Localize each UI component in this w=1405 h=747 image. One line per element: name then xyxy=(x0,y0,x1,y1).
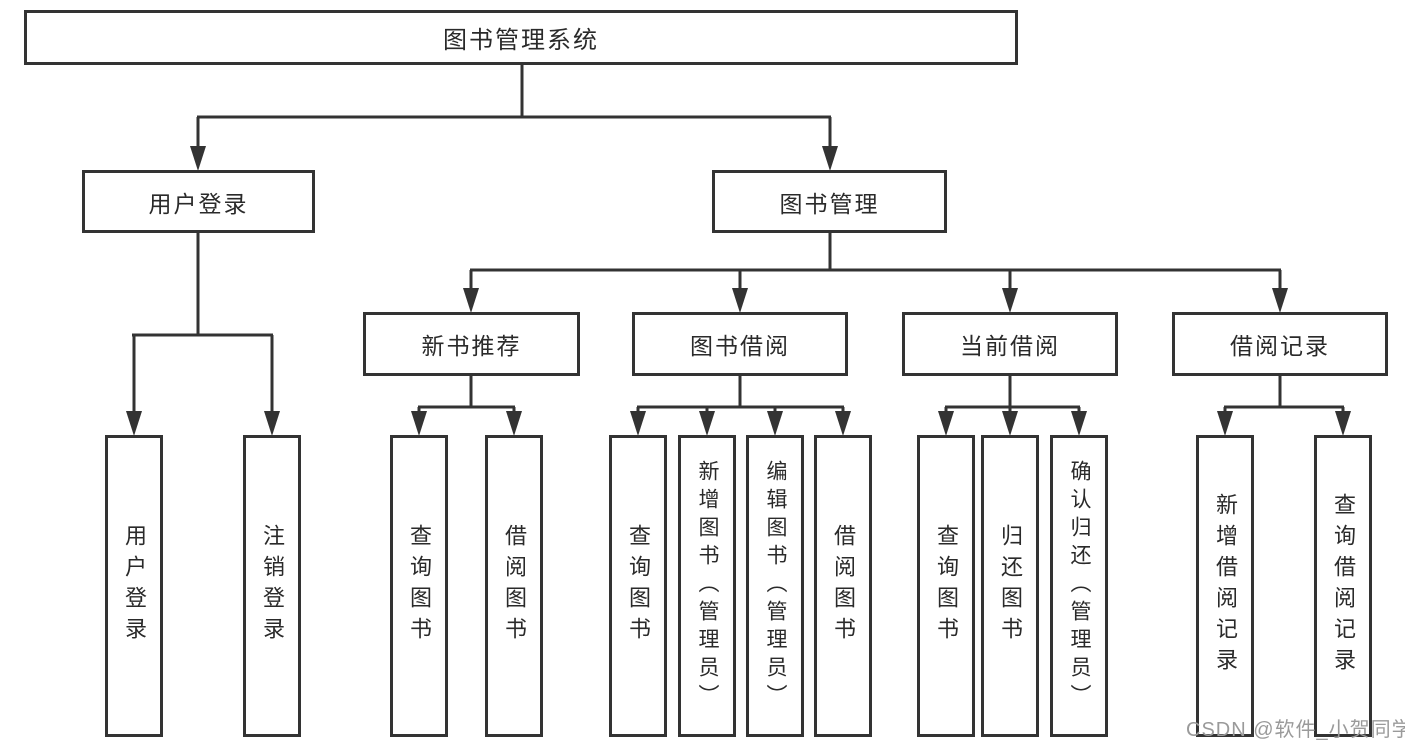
node-col-query-book-1: 查询图书 xyxy=(390,435,448,737)
node-col-edit-book: 编辑图书（管理员） xyxy=(746,435,804,737)
arrowhead-icon xyxy=(264,411,280,436)
node-col-query-book-3: 查询图书 xyxy=(917,435,975,737)
arrowhead-icon xyxy=(1002,411,1018,436)
arrowhead-icon xyxy=(190,146,206,171)
node-col-query-record: 查询借阅记录 xyxy=(1314,435,1372,737)
arrowhead-icon xyxy=(938,411,954,436)
node-col-add-record: 新增借阅记录 xyxy=(1196,435,1254,737)
arrowhead-icon xyxy=(463,288,479,313)
arrowhead-icon xyxy=(732,288,748,313)
node-user-login: 用户登录 xyxy=(82,170,315,233)
arrowheads xyxy=(126,146,1351,436)
arrowhead-icon xyxy=(1335,411,1351,436)
node-col-borrow-book-1: 借阅图书 xyxy=(485,435,543,737)
arrowhead-icon xyxy=(699,411,715,436)
arrowhead-icon xyxy=(506,411,522,436)
node-col-add-book: 新增图书（管理员） xyxy=(678,435,736,737)
node-col-user-login: 用户登录 xyxy=(105,435,163,737)
node-root: 图书管理系统 xyxy=(24,10,1018,65)
node-col-borrow-book-2: 借阅图书 xyxy=(814,435,872,737)
node-col-logout: 注销登录 xyxy=(243,435,301,737)
node-current-borrow: 当前借阅 xyxy=(902,312,1118,376)
arrowhead-icon xyxy=(822,146,838,171)
node-borrow-record: 借阅记录 xyxy=(1172,312,1388,376)
node-book-mgmt: 图书管理 xyxy=(712,170,947,233)
arrowhead-icon xyxy=(126,411,142,436)
arrowhead-icon xyxy=(1272,288,1288,313)
arrowhead-icon xyxy=(1217,411,1233,436)
arrowhead-icon xyxy=(835,411,851,436)
node-col-query-book-2: 查询图书 xyxy=(609,435,667,737)
node-book-borrow: 图书借阅 xyxy=(632,312,848,376)
arrowhead-icon xyxy=(1002,288,1018,313)
node-new-book-rec: 新书推荐 xyxy=(363,312,580,376)
arrowhead-icon xyxy=(630,411,646,436)
arrowhead-icon xyxy=(1071,411,1087,436)
watermark-text: CSDN @软件_小贺同学 xyxy=(1186,719,1405,741)
node-col-confirm-return: 确认归还（管理员） xyxy=(1050,435,1108,737)
arrowhead-icon xyxy=(411,411,427,436)
arrowhead-icon xyxy=(767,411,783,436)
node-col-return-book: 归还图书 xyxy=(981,435,1039,737)
